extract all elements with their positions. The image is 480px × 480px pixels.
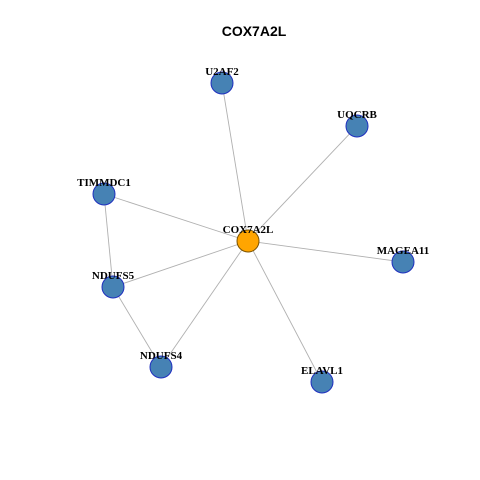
node-timmdc1: TIMMDC1 <box>77 177 131 206</box>
node-circle <box>310 370 334 394</box>
node-elavl1: ELAVL1 <box>301 365 343 394</box>
node-label: ELAVL1 <box>301 365 343 377</box>
edge-cox7a2l-ndufs5 <box>112 240 249 288</box>
node-circle <box>92 182 116 206</box>
edge-timmdc1-ndufs5 <box>103 193 114 288</box>
node-label: UQCRB <box>337 109 377 121</box>
node-circle <box>101 275 125 299</box>
node-label: NDUFS4 <box>140 350 183 362</box>
node-circle <box>236 229 260 253</box>
edge-cox7a2l-u2af2 <box>221 82 249 242</box>
node-cox7a2l: COX7A2L <box>223 224 274 253</box>
node-ndufs5: NDUFS5 <box>92 270 135 299</box>
diagram-title: COX7A2L <box>222 23 287 39</box>
node-label: MAGEA11 <box>377 245 430 257</box>
edge-cox7a2l-ndufs4 <box>160 240 249 368</box>
edge-cox7a2l-uqcrb <box>247 125 358 242</box>
node-u2af2: U2AF2 <box>205 66 239 95</box>
node-circle <box>210 71 234 95</box>
edge-layer <box>103 82 404 383</box>
node-circle <box>391 250 415 274</box>
node-uqcrb: UQCRB <box>337 109 378 138</box>
node-label: COX7A2L <box>223 224 274 236</box>
node-label: TIMMDC1 <box>77 177 131 189</box>
node-label: U2AF2 <box>205 66 239 78</box>
edge-ndufs5-ndufs4 <box>112 286 162 368</box>
node-label: NDUFS5 <box>92 270 135 282</box>
edge-cox7a2l-timmdc1 <box>103 193 249 242</box>
node-circle <box>149 355 173 379</box>
node-ndufs4: NDUFS4 <box>140 350 183 379</box>
edge-cox7a2l-elavl1 <box>247 240 323 383</box>
edge-cox7a2l-magea11 <box>247 240 404 263</box>
node-magea11: MAGEA11 <box>377 245 430 274</box>
node-circle <box>345 114 369 138</box>
